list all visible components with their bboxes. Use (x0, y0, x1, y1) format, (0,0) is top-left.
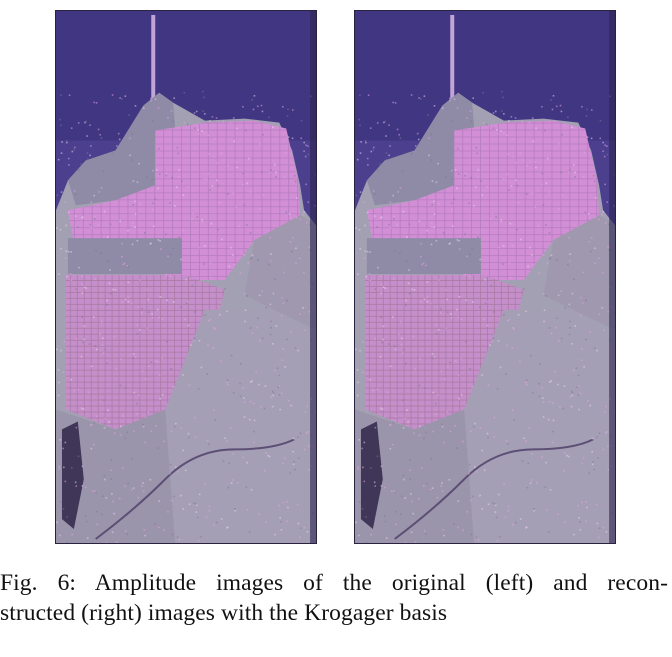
reconstructed-amplitude-image (354, 10, 616, 544)
caption-line-2: structed (right) images with the Krogage… (0, 600, 448, 626)
original-amplitude-image (55, 10, 317, 544)
caption-line-1: Fig. 6: Amplitude images of the original… (0, 570, 668, 596)
figure-caption: Fig. 6: Amplitude images of the original… (0, 568, 668, 628)
